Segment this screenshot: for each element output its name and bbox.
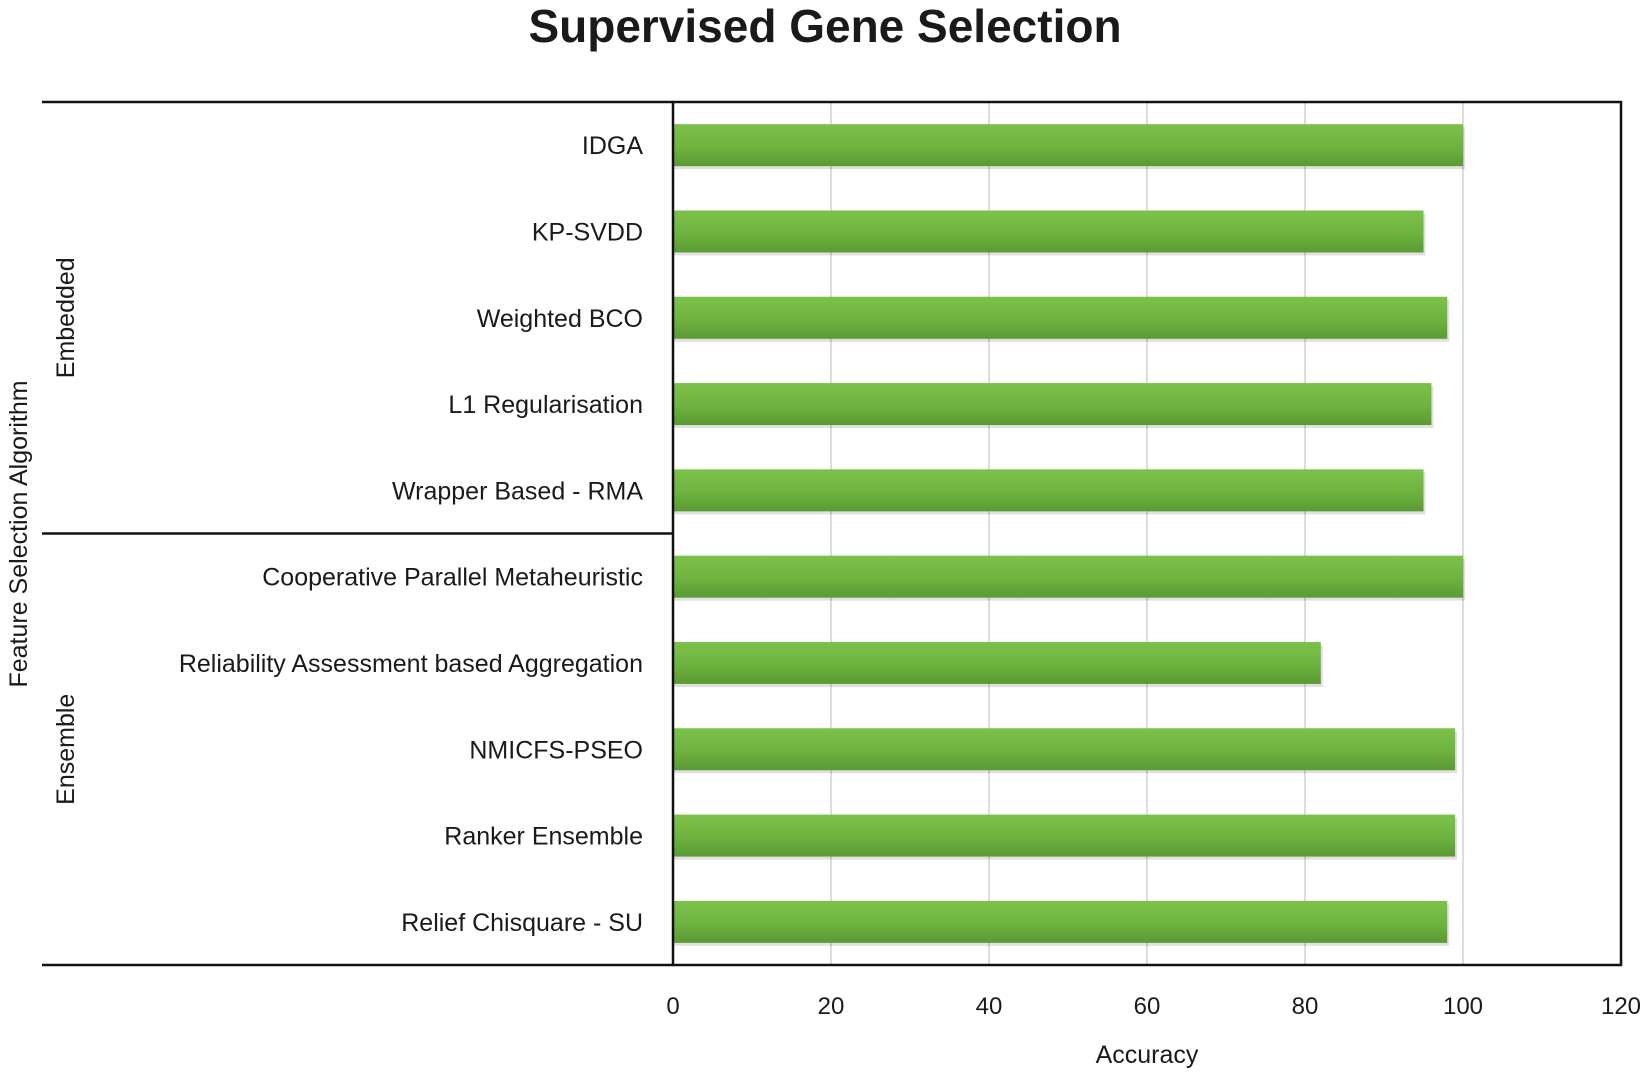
category-label: Ranker Ensemble: [444, 823, 643, 851]
bar: [673, 124, 1463, 167]
bar: [673, 641, 1321, 684]
category-label: Weighted BCO: [477, 305, 643, 333]
x-tick-label: 40: [976, 993, 1003, 1020]
bar: [673, 469, 1424, 512]
x-tick-label: 60: [1134, 993, 1161, 1020]
bar: [673, 728, 1456, 771]
category-label: Relief Chisquare - SU: [401, 909, 643, 937]
x-tick-label: 100: [1443, 993, 1483, 1020]
category-label: Wrapper Based - RMA: [392, 477, 643, 505]
category-labels: IDGA KP-SVDD Weighted BCO L1 Regularisation…: [179, 132, 643, 937]
group-label: Embedded: [52, 257, 80, 378]
x-tick-label: 20: [818, 993, 845, 1020]
y-axis-title: Feature Selection Algorithm: [5, 380, 33, 687]
bars: [673, 124, 1465, 946]
category-label: L1 Regularisation: [448, 391, 643, 419]
plot-frame: [42, 100, 1623, 967]
x-tick-label: 120: [1601, 993, 1641, 1020]
category-label: Reliability Assessment based Aggregation: [179, 650, 643, 678]
category-label: NMICFS-PSEO: [469, 736, 643, 764]
bar: [673, 210, 1424, 253]
chart-title: Supervised Gene Selection: [528, 0, 1121, 52]
category-label: IDGA: [582, 132, 643, 160]
bar: [673, 296, 1448, 339]
category-label: Cooperative Parallel Metaheuristic: [262, 564, 643, 592]
x-tick-label: 0: [666, 993, 679, 1020]
group-label: Ensemble: [52, 694, 80, 805]
bar: [673, 383, 1432, 426]
category-label: KP-SVDD: [532, 218, 643, 246]
bar: [673, 814, 1456, 857]
x-tick-label: 80: [1292, 993, 1319, 1020]
x-axis-title: Accuracy: [1096, 1041, 1199, 1069]
bar: [673, 900, 1448, 943]
x-tick-labels: 0 20 40 60 80 100 120: [666, 993, 1641, 1020]
bar: [673, 555, 1463, 598]
